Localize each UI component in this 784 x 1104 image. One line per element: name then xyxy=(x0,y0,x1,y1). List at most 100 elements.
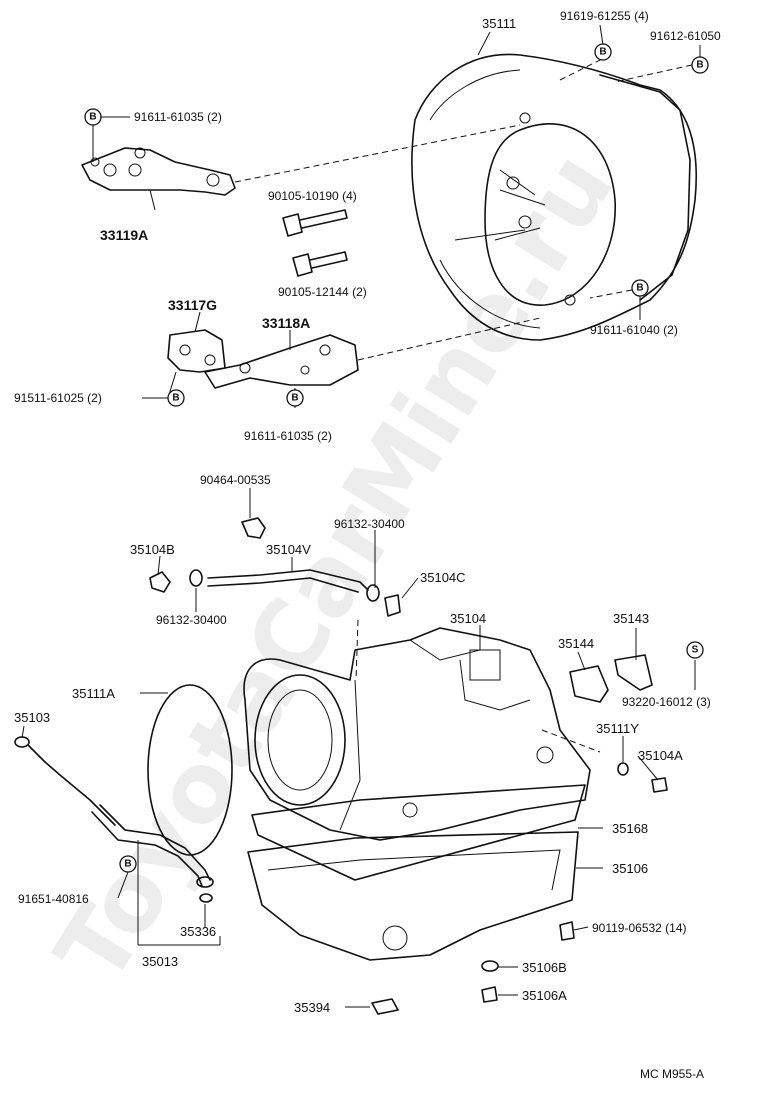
gasket-35168 xyxy=(251,784,586,881)
bracket-35144 xyxy=(569,665,609,703)
label-90105-10190: 90105-10190 (4) xyxy=(268,189,357,203)
gasket-96132-30400-left xyxy=(189,569,203,587)
svg-text:B: B xyxy=(696,60,703,71)
o-ring-35336 xyxy=(199,893,213,903)
label-91611-61035-top: 91611-61035 (2) xyxy=(134,110,222,124)
leader-35104C xyxy=(401,577,419,599)
label-35394: 35394 xyxy=(294,1000,330,1015)
pipe-35104V xyxy=(207,569,369,591)
leader-dash-f xyxy=(355,619,359,681)
label-33117G: 33117G xyxy=(168,297,217,313)
bracket-33118A xyxy=(204,334,359,389)
leader-35013 xyxy=(137,840,221,946)
seal-35111A xyxy=(147,684,233,856)
label-35336: 35336 xyxy=(180,924,216,939)
label-35104B: 35104B xyxy=(130,542,175,557)
clip-90464-00535 xyxy=(241,517,266,539)
leader-91611-top xyxy=(92,116,130,162)
svg-text:B: B xyxy=(599,47,606,58)
label-90464-00535: 90464-00535 xyxy=(200,473,271,487)
tube-35013 xyxy=(91,804,214,888)
svg-text:B: B xyxy=(172,393,179,404)
leader-91619 xyxy=(599,24,604,46)
leader-dash-b xyxy=(357,317,541,361)
label-91651-40816: 91651-40816 xyxy=(18,892,89,906)
bolt-90105-10190 xyxy=(282,209,348,237)
plug-35104A xyxy=(651,777,668,793)
badge-b-91612: B xyxy=(691,56,709,74)
leader-dash-a xyxy=(234,124,521,183)
label-35104V: 35104V xyxy=(266,542,311,557)
label-91611-61035-bot: 91611-61035 (2) xyxy=(244,429,332,443)
bracket-33117G xyxy=(167,329,226,373)
badge-b-91511: B xyxy=(167,389,185,407)
label-35013: 35013 xyxy=(142,954,178,969)
leader-dash-e xyxy=(589,289,633,299)
label-35103: 35103 xyxy=(14,710,50,725)
svg-text:S: S xyxy=(692,645,699,656)
label-35106A: 35106A xyxy=(522,988,567,1003)
label-90119-06532: 90119-06532 (14) xyxy=(592,921,687,935)
svg-text:B: B xyxy=(89,112,96,123)
label-96132-30400-a: 96132-30400 xyxy=(156,613,227,627)
svg-text:B: B xyxy=(124,859,131,870)
leader-dash-d xyxy=(614,64,693,83)
magnet-35394 xyxy=(371,998,399,1015)
leader-33119A xyxy=(149,189,156,211)
gasket-35106B xyxy=(481,960,499,972)
svg-text:B: B xyxy=(291,393,298,404)
label-90105-12144: 90105-12144 (2) xyxy=(278,285,367,299)
gasket-96132-30400-right xyxy=(366,584,380,602)
badge-b-91651: B xyxy=(119,855,137,873)
leader-90119 xyxy=(573,926,589,931)
leader-33117G xyxy=(194,311,201,333)
badge-b-91611-bot: B xyxy=(286,389,304,407)
label-35104A: 35104A xyxy=(638,748,683,763)
leader-35104B xyxy=(157,555,161,576)
label-35104C: 35104C xyxy=(420,570,466,585)
bolt-90119-06532 xyxy=(559,921,575,941)
svg-text:B: B xyxy=(636,283,643,294)
label-35104: 35104 xyxy=(450,611,486,626)
seal-35111Y xyxy=(617,762,629,776)
bolt-90105-12144 xyxy=(292,251,348,277)
label-35111Y: 35111Y xyxy=(596,721,639,736)
label-35111: 35111 xyxy=(482,16,516,31)
plug-35106A xyxy=(481,986,498,1003)
leader-dash-g xyxy=(541,729,601,753)
label-91611-61040: 91611-61040 (2) xyxy=(590,323,678,337)
bracket-35143 xyxy=(614,654,653,691)
label-35143: 35143 xyxy=(613,611,649,626)
label-33119A: 33119A xyxy=(100,227,148,243)
transmission-case-35104 xyxy=(243,627,591,841)
label-35168: 35168 xyxy=(612,821,648,836)
leader-35111 xyxy=(477,31,491,56)
converter-housing-35111 xyxy=(411,53,698,341)
badge-b-91619: B xyxy=(594,43,612,61)
badge-b-91611-top: B xyxy=(84,108,102,126)
footer-code: MC M955-A xyxy=(640,1067,704,1081)
label-91619-61255: 91619-61255 (4) xyxy=(560,9,649,23)
badge-b-91611-61040: B xyxy=(631,279,649,297)
oil-pan-35106 xyxy=(247,831,579,961)
bracket-33119A xyxy=(81,147,236,196)
leader-35104A xyxy=(637,755,659,781)
leader-91651 xyxy=(117,871,129,899)
label-93220-16012: 93220-16012 (3) xyxy=(622,695,711,709)
label-91612-61050: 91612-61050 xyxy=(650,29,721,43)
dipstick-35103 xyxy=(14,736,116,826)
label-91511-61025: 91511-61025 (2) xyxy=(14,391,102,405)
label-35106B: 35106B xyxy=(522,960,567,975)
badge-s-93220: S xyxy=(686,641,704,659)
pipe-35104V-inner xyxy=(207,577,359,593)
label-96132-30400-b: 96132-30400 xyxy=(334,517,405,531)
leader-35144 xyxy=(577,651,586,671)
label-33118A: 33118A xyxy=(262,315,310,331)
label-35111A: 35111A xyxy=(72,686,115,701)
union-35104B xyxy=(149,571,171,593)
leader-35103 xyxy=(21,725,25,739)
label-35106: 35106 xyxy=(612,861,648,876)
union-35104C xyxy=(384,594,401,617)
label-35144: 35144 xyxy=(558,636,594,651)
